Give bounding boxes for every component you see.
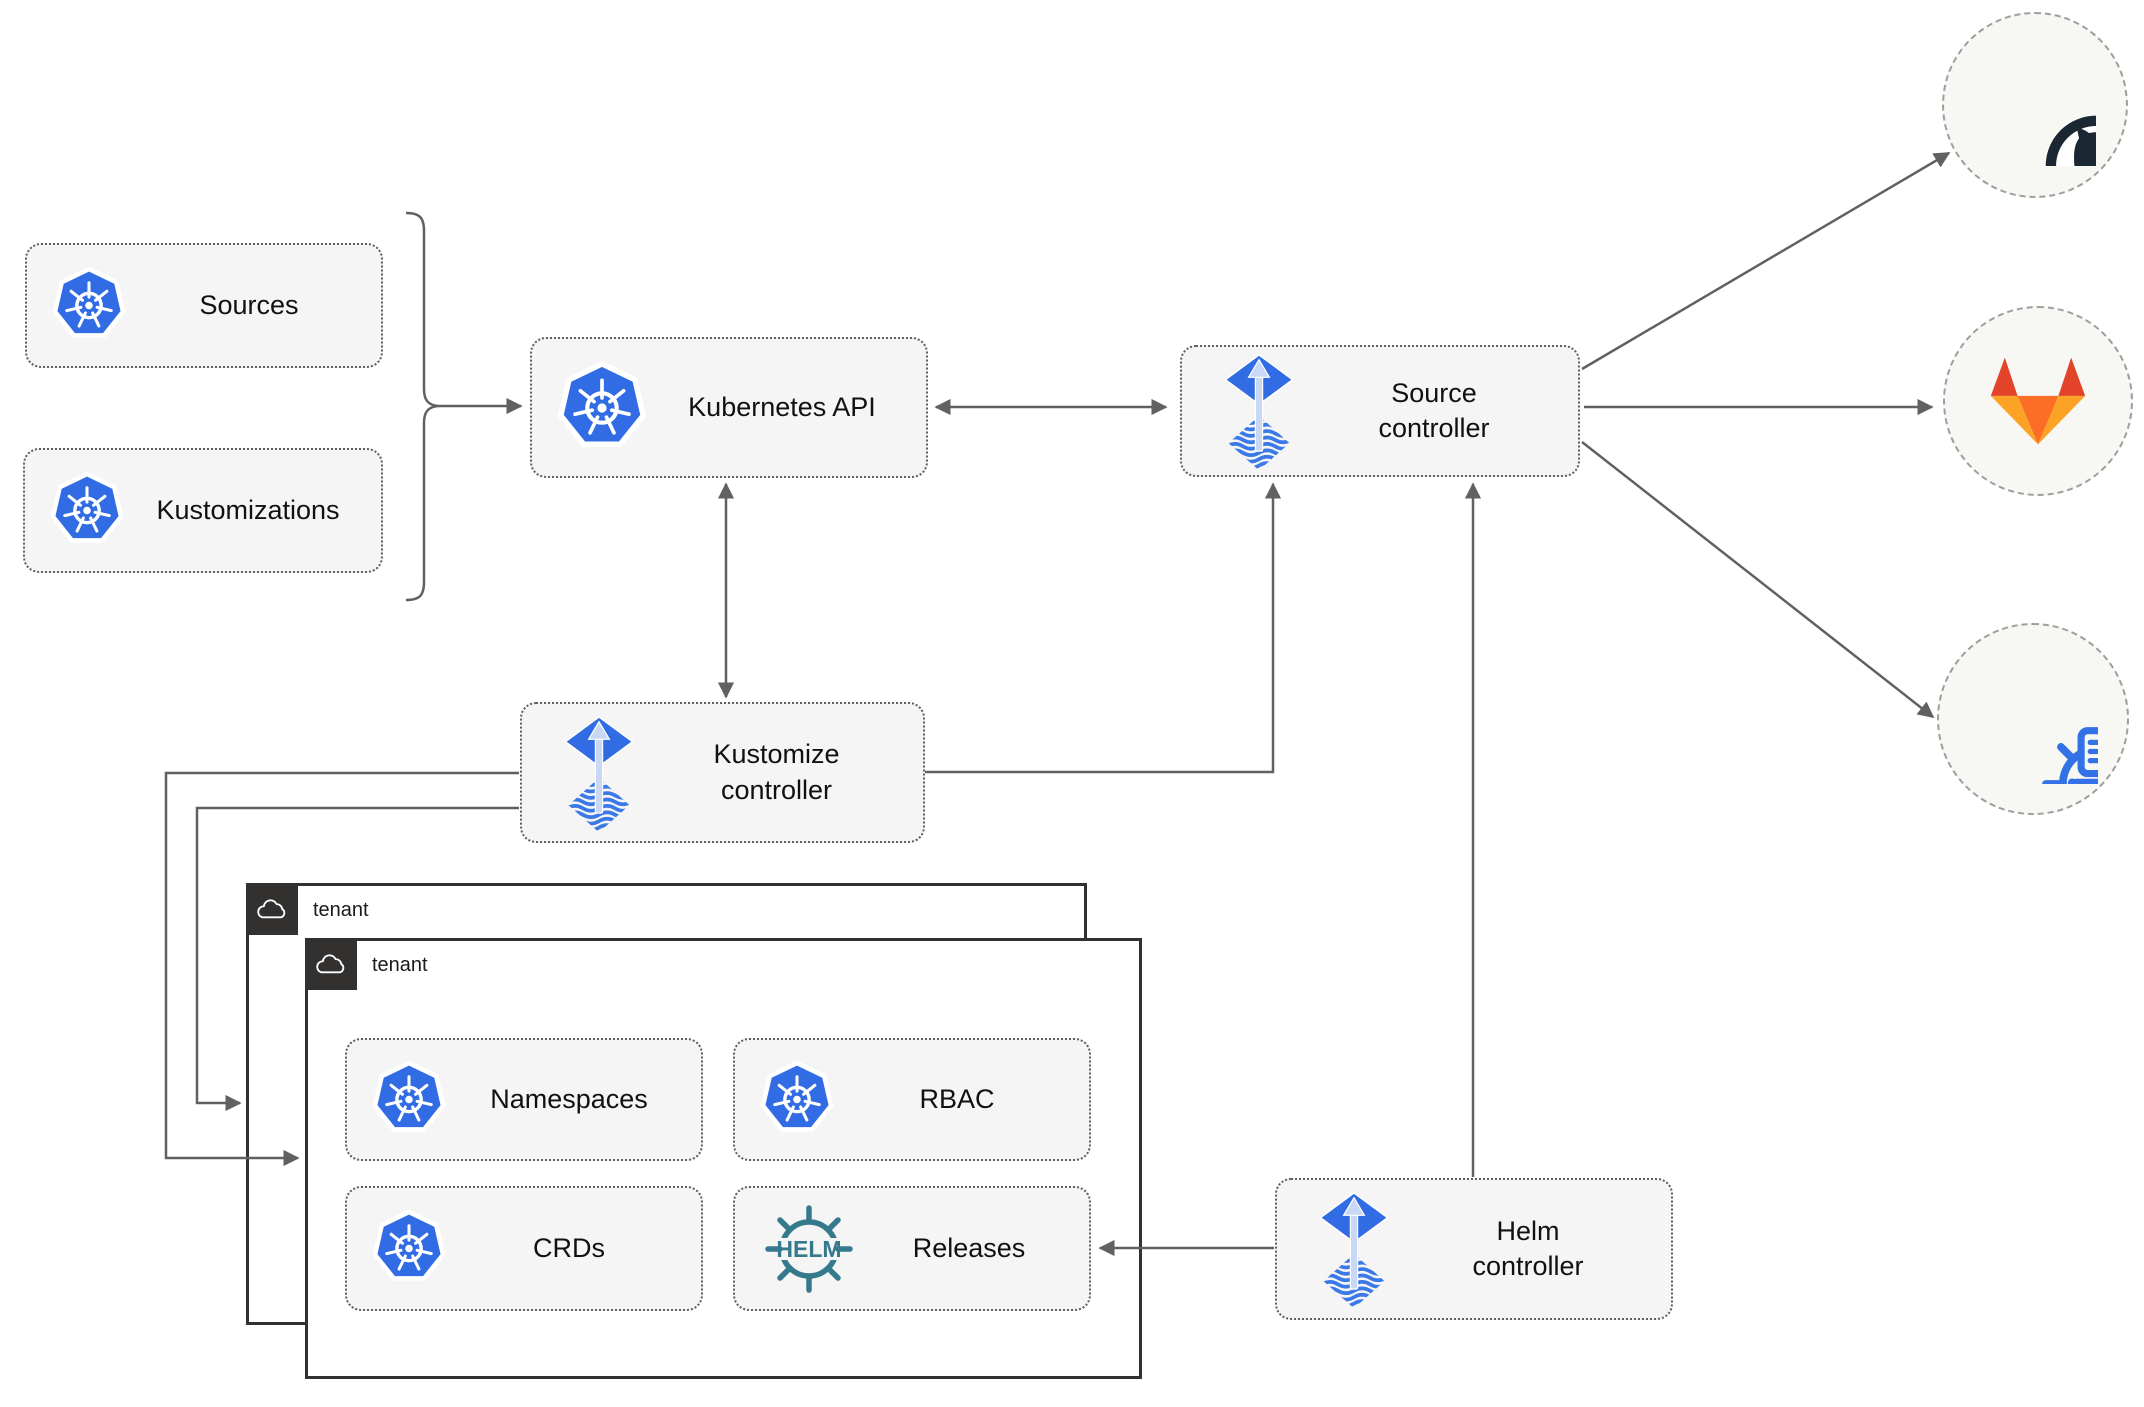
kustomize-controller-box: Kustomize controller — [520, 702, 925, 843]
edge-kustomize-source — [925, 482, 1282, 774]
helm-icon: HELM — [763, 1204, 855, 1293]
tenant-inner-label: tenant — [372, 954, 428, 976]
namespaces-box: Namespaces — [345, 1038, 703, 1161]
flux-icon — [1313, 1188, 1395, 1310]
github-icon — [1974, 44, 2096, 166]
tenant-inner-box: tenant Namespaces RBAC CRDs — [305, 938, 1142, 1379]
kubernetes-icon — [759, 1060, 835, 1139]
kubernetes-icon — [371, 1060, 447, 1139]
crds-label: CRDs — [533, 1232, 605, 1263]
brace-sources-group — [405, 211, 439, 602]
edge-source-github — [1581, 151, 1951, 371]
kustomizations-label: Kustomizations — [156, 494, 340, 525]
releases-label: Releases — [912, 1232, 1026, 1263]
crds-box: CRDs — [345, 1186, 703, 1311]
sources-label: Sources — [199, 289, 299, 320]
namespaces-label: Namespaces — [490, 1083, 648, 1114]
rbac-label: RBAC — [919, 1083, 995, 1114]
kubernetes-icon — [49, 471, 125, 550]
edge-source-chartmuseum — [1581, 441, 1935, 719]
source-controller-label: Source controller — [1378, 377, 1490, 443]
kubernetes-icon — [371, 1209, 447, 1288]
rbac-box: RBAC — [733, 1038, 1091, 1161]
kubernetes-api-box: Kubernetes API — [530, 337, 928, 478]
helm-controller-box: Helm controller — [1275, 1178, 1673, 1320]
gitlab-icon — [1974, 350, 2102, 452]
cloud-icon — [314, 950, 348, 979]
tenant-outer-label: tenant — [313, 899, 369, 921]
tenant-outer-badge — [246, 883, 298, 935]
helm-controller-label: Helm controller — [1472, 1215, 1584, 1281]
flux-icon — [1218, 350, 1300, 472]
tenant-inner-badge — [305, 938, 357, 990]
releases-box: HELM Releases — [733, 1186, 1091, 1311]
kubernetes-api-label: Kubernetes API — [688, 391, 876, 422]
source-controller-box: Source controller — [1180, 345, 1580, 477]
kubernetes-icon — [556, 360, 648, 456]
flux-icon — [558, 712, 640, 834]
sources-box: Sources — [25, 243, 383, 368]
kustomizations-box: Kustomizations — [23, 448, 383, 573]
gitlab-circle — [1943, 306, 2133, 496]
github-circle — [1942, 12, 2128, 198]
chartmuseum-icon — [1968, 654, 2098, 784]
helm-logo-text: HELM — [776, 1236, 841, 1262]
kustomize-controller-label: Kustomize controller — [713, 739, 840, 805]
kubernetes-icon — [51, 266, 127, 345]
cloud-icon — [255, 895, 289, 924]
chartmuseum-circle — [1937, 623, 2129, 815]
